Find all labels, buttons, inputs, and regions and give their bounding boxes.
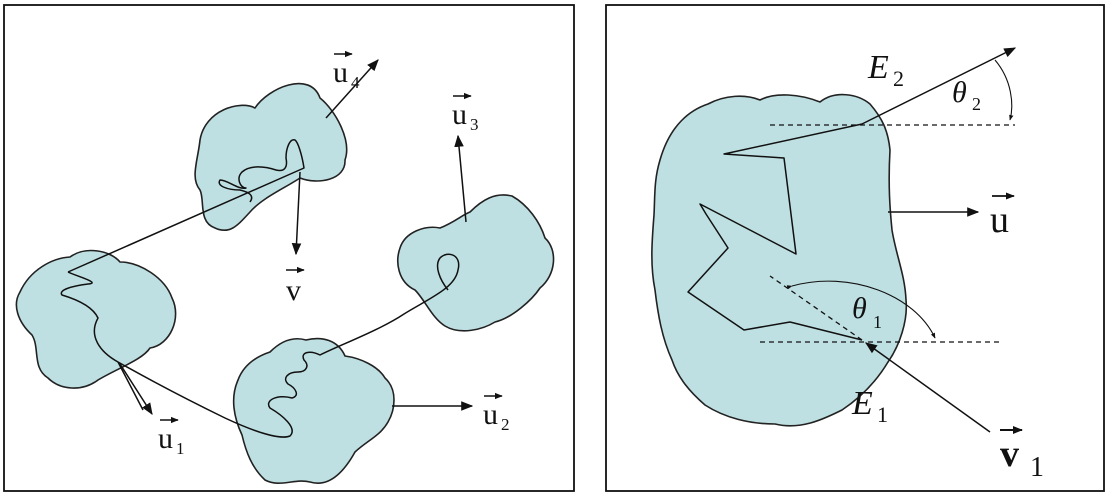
svg-text:v: v xyxy=(1000,433,1019,475)
label-v: v xyxy=(286,266,305,307)
label-e2: E 2 xyxy=(867,49,904,91)
svg-text:u: u xyxy=(990,199,1009,241)
svg-text:1: 1 xyxy=(877,402,888,427)
angle-arc-theta1 xyxy=(786,280,936,339)
label-theta2: θ 2 xyxy=(952,76,981,114)
arrow-u3 xyxy=(454,134,467,223)
label-u2: u 2 xyxy=(483,392,510,434)
cloud-right xyxy=(397,194,555,332)
svg-text:E: E xyxy=(867,49,889,86)
svg-text:1: 1 xyxy=(873,312,882,332)
right-panel: E 2 θ 2 u θ 1 E 1 v 1 xyxy=(605,4,1105,492)
label-u4: u 4 xyxy=(333,50,360,92)
angle-arc-theta2 xyxy=(994,59,1014,121)
left-panel: u 1 u 2 u 3 u 4 v xyxy=(3,4,575,492)
label-v1: v 1 xyxy=(1000,426,1044,483)
svg-text:v: v xyxy=(286,274,301,307)
particle-path xyxy=(60,139,460,438)
label-u1: u 1 xyxy=(158,416,185,458)
svg-text:θ: θ xyxy=(952,76,967,109)
label-u: u xyxy=(990,192,1015,241)
zigzag-path xyxy=(687,123,863,341)
svg-text:1: 1 xyxy=(176,439,185,458)
cloud-left xyxy=(15,249,177,389)
arrow-e2 xyxy=(861,47,1017,125)
big-cloud xyxy=(651,93,908,427)
arrow-v xyxy=(291,171,302,256)
svg-text:1: 1 xyxy=(1030,452,1044,483)
svg-text:2: 2 xyxy=(972,94,981,114)
arrow-u4 xyxy=(325,59,379,119)
label-theta1: θ 1 xyxy=(852,292,882,332)
label-u3: u 3 xyxy=(452,92,479,134)
cloud-bottom xyxy=(232,337,395,484)
svg-text:3: 3 xyxy=(470,115,479,134)
label-e1: E 1 xyxy=(851,385,888,427)
cloud-top xyxy=(194,82,348,232)
svg-text:u: u xyxy=(158,422,173,455)
arrow-v1 xyxy=(865,342,991,433)
svg-text:u: u xyxy=(483,398,498,431)
arrow-u1 xyxy=(119,363,153,416)
svg-text:u: u xyxy=(452,98,467,131)
svg-text:4: 4 xyxy=(351,73,360,92)
svg-text:θ: θ xyxy=(852,292,867,325)
svg-text:u: u xyxy=(333,56,348,89)
svg-text:E: E xyxy=(851,385,873,422)
svg-text:2: 2 xyxy=(893,66,904,91)
svg-text:2: 2 xyxy=(501,415,510,434)
